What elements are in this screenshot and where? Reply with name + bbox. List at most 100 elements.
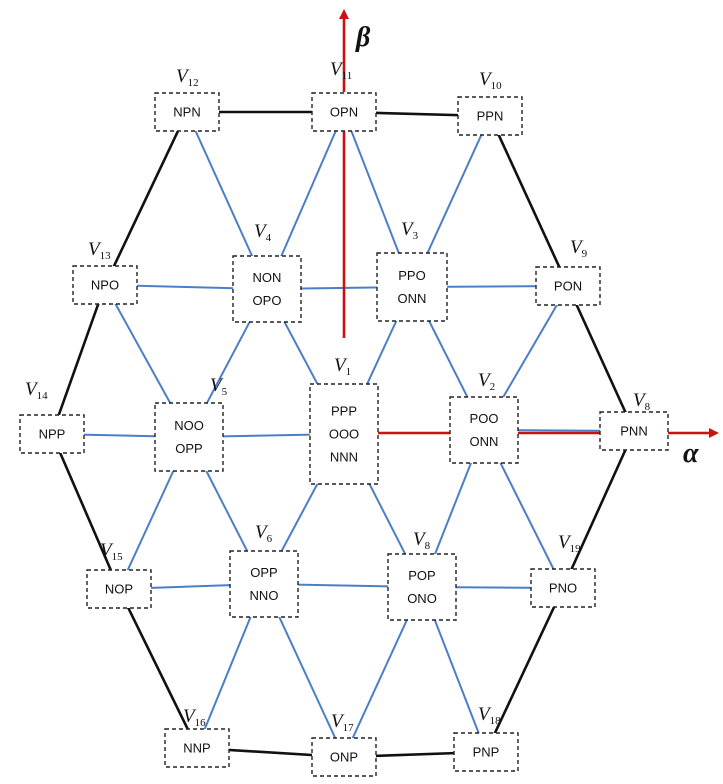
vector-label-index: 9 (582, 248, 588, 260)
vector-label-v8: V8 (633, 390, 651, 413)
vector-box-v4: NON OPO (232, 255, 302, 323)
vector-box-v2: POO ONN (449, 396, 519, 464)
switching-state: NPO (91, 277, 119, 292)
vector-label-symbol: V (558, 532, 572, 553)
switching-state: POP (408, 568, 435, 583)
vector-label-index: 14 (37, 390, 49, 402)
alpha-axis-label: α (683, 438, 699, 469)
switching-state: NPN (173, 104, 200, 119)
vector-box-border (453, 732, 519, 772)
vector-label-v10: V10 (479, 69, 502, 92)
vector-box-v6: OPP NNO (229, 550, 299, 618)
vector-label-symbol: V (331, 711, 345, 732)
vector-label-symbol: V (88, 239, 102, 260)
outer-hexagon-edges (50, 110, 636, 759)
edge-v15-v14 (50, 433, 121, 590)
vector-label-index: 3 (413, 230, 419, 242)
switching-state: PNP (473, 744, 500, 759)
vector-label-v3: V3 (401, 219, 419, 242)
vector-box-border (154, 92, 220, 132)
vector-box-border (154, 402, 224, 472)
switching-state: NPP (39, 426, 66, 441)
vector-label-index: 8 (425, 540, 431, 552)
switching-state: NNN (330, 449, 358, 464)
switching-state: POO (470, 411, 499, 426)
vector-box-border (19, 414, 85, 454)
switching-state: NNO (250, 588, 279, 603)
vector-label-index: 10 (491, 80, 503, 92)
vector-label-symbol: V (413, 529, 427, 550)
edge-v16-v15 (117, 588, 199, 749)
switching-state: NON (253, 270, 282, 285)
vector-label-v4: V4 (254, 221, 272, 244)
vector-label-v7: V8 (413, 529, 431, 552)
vector-label-symbol: V (100, 540, 114, 561)
vector-label-v13: V13 (88, 239, 111, 262)
vector-box-border (232, 255, 302, 323)
vector-label-v17: V17 (331, 711, 354, 734)
switching-state: OPO (253, 293, 282, 308)
vector-label-v15: V15 (100, 540, 123, 563)
vector-box-border (376, 252, 448, 322)
vector-label-index: 12 (188, 77, 199, 89)
edge-v8-v19 (561, 430, 636, 589)
vector-box-v9: PON (535, 266, 601, 306)
vector-label-index: 16 (195, 717, 207, 729)
vector-box-v1: PPP OOO NNN (309, 383, 379, 485)
vector-label-v5: V5 (210, 375, 228, 398)
edge-v13-v12 (103, 111, 189, 286)
vector-box-border (229, 550, 299, 618)
vector-label-index: 15 (112, 551, 124, 563)
vector-label-v6: V6 (255, 522, 273, 545)
switching-state: ONN (470, 434, 499, 449)
switching-state: NOP (105, 581, 133, 596)
vector-label-symbol: V (633, 390, 647, 411)
vector-box-v16: NNP (164, 728, 230, 768)
vector-box-border (535, 266, 601, 306)
vector-label-v14: V14 (25, 379, 48, 402)
vector-box-border (599, 411, 669, 451)
switching-state: OPP (175, 441, 202, 456)
vector-box-v17: ONP (311, 737, 377, 777)
edge-v14-v13 (50, 284, 107, 435)
vector-box-v5: NOO OPP (154, 402, 224, 472)
vector-box-v12: NPN (154, 92, 220, 132)
vector-label-index: 17 (343, 722, 355, 734)
vector-label-index: 4 (266, 232, 272, 244)
axis-labels: α β (355, 22, 699, 469)
vector-label-symbol: V (479, 69, 493, 90)
vector-label-v1: V1 (334, 355, 351, 378)
switching-state: NOO (174, 418, 204, 433)
vector-label-v11: V11 (330, 59, 352, 82)
switching-state: PNN (620, 423, 647, 438)
vector-box-border (449, 396, 519, 464)
switching-state: ONN (398, 291, 427, 306)
vector-box-border (86, 569, 152, 609)
vector-label-symbol: V (183, 706, 197, 727)
vector-box-border (457, 96, 523, 136)
edge-v9-v8 (566, 285, 636, 432)
vector-box-v14: NPP (19, 414, 85, 454)
edge-v19-v18 (484, 587, 565, 753)
vector-label-index: 13 (100, 250, 112, 262)
vector-box-border (72, 265, 138, 305)
vector-box-border (309, 383, 379, 485)
switching-state: PNO (549, 580, 577, 595)
vector-label-v18: V18 (478, 704, 501, 727)
switching-state: OPP (250, 565, 277, 580)
vector-box-v8: PNN (599, 411, 669, 451)
alpha-beta-axes (339, 9, 719, 438)
vector-label-index: 19 (570, 543, 582, 555)
switching-state: PON (554, 278, 582, 293)
vector-label-index: 8 (645, 401, 651, 413)
switching-state: OOO (329, 426, 359, 441)
vector-box-v15: NOP (86, 569, 152, 609)
vector-label-index: 2 (490, 381, 496, 393)
vector-label-symbol: V (478, 704, 492, 725)
vector-label-symbol: V (330, 59, 344, 80)
switching-state: PPP (331, 403, 357, 418)
edge-v10-v9 (488, 115, 570, 287)
